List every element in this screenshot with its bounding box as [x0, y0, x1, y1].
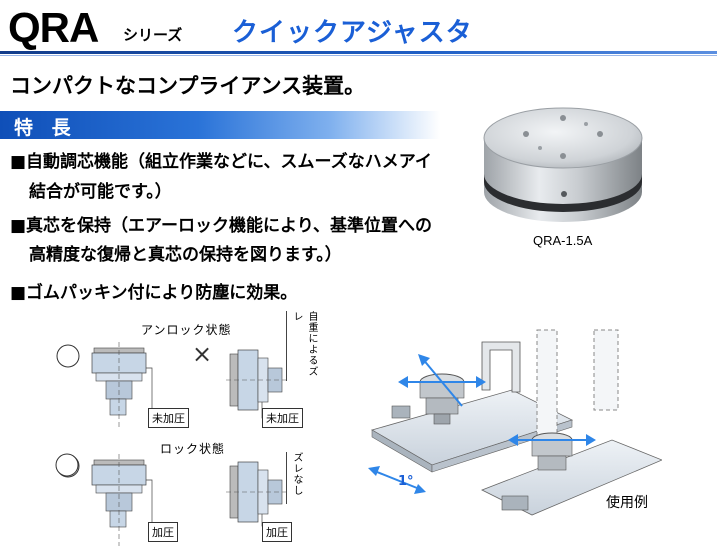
usage-caption: 使用例	[606, 495, 648, 511]
header-rule	[0, 51, 717, 54]
feature-section-bar	[0, 111, 440, 139]
feature-2-line-2: 高精度な復帰と真芯の保持を図ります。）	[29, 245, 342, 265]
series-suffix: シリーズ	[123, 26, 183, 44]
usage-illustration	[368, 329, 662, 516]
pressure-tag-2: 加圧	[262, 522, 292, 542]
product-caption: QRA-1.5A	[533, 233, 593, 248]
lock-circle-mark	[55, 453, 79, 477]
pressure-tag: 加圧	[148, 522, 178, 542]
feature-2-line-1: ■真芯を保持（エアーロック機能により、基準位置への	[10, 216, 433, 236]
deflection-tag: 自重によるズレ	[286, 311, 319, 381]
headline: コンパクトなコンプライアンス装置。	[10, 74, 366, 98]
product-title: クイックアジャスタ	[232, 18, 473, 48]
unlock-centered-diagram	[56, 342, 153, 428]
feature-1-line-2: 結合が可能です。）	[29, 182, 172, 202]
feature-3-line-1: ■ゴムパッキン付により防塵に効果。	[10, 283, 298, 303]
product-image	[483, 107, 643, 222]
no-deflection-tag: ズレなし	[286, 452, 304, 504]
usage-angle-label: 1°	[398, 474, 414, 489]
feature-section-label: 特 長	[14, 117, 77, 139]
lock-side-diagram	[226, 461, 288, 527]
unlock-state-label: アンロック状態	[141, 323, 232, 337]
series-name: QRA	[8, 4, 99, 51]
header-rule-thin	[0, 55, 717, 56]
unlock-deflected-diagram	[226, 349, 286, 419]
no-pressure-tag: 未加圧	[148, 408, 189, 428]
no-pressure-tag-2: 未加圧	[262, 408, 303, 428]
feature-1-line-1: ■自動調芯機能（組立作業などに、スムーズなハメアイ	[10, 152, 432, 172]
lock-state-label: ロック状態	[160, 442, 226, 456]
mark-x: ×	[192, 340, 213, 368]
